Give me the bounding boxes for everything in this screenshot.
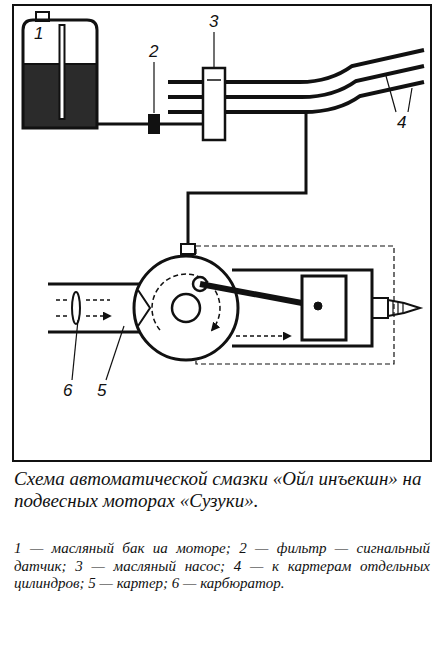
key-entry: 6 — карбюратор.	[172, 575, 285, 591]
drawing-stroke	[153, 62, 154, 113]
callout-number: 1	[33, 25, 44, 42]
crank-rotation	[152, 274, 220, 330]
drawing-stroke	[408, 88, 412, 112]
drawing-stroke	[61, 26, 64, 118]
oil-pump	[203, 68, 225, 140]
cylinder	[232, 270, 372, 346]
drawing-stroke	[160, 123, 204, 126]
plug-ribs	[393, 301, 403, 315]
pipe-fitting	[181, 244, 195, 254]
feed-pipe	[188, 112, 306, 252]
piston-pin	[314, 302, 322, 310]
pump-detail	[207, 79, 221, 81]
piston	[302, 276, 346, 340]
key-entry: 5 — картер;	[88, 575, 168, 591]
drawing-stroke	[213, 32, 214, 67]
callout-number: 5	[96, 382, 107, 399]
callout-number: 4	[396, 114, 407, 131]
drawing-stroke	[106, 326, 124, 380]
key-entry: 1 — масляный бак иа моторе;	[14, 540, 231, 556]
key-entry: 3 — масляный насос;	[75, 558, 225, 574]
crankcase	[134, 256, 238, 360]
drawing-stroke	[59, 24, 66, 120]
transfer-flow	[236, 335, 290, 337]
drawing-stroke	[97, 123, 148, 126]
figure-key: 1 — масляный бак иа моторе; 2 — фильтр —…	[14, 540, 430, 593]
drawing-stroke	[23, 20, 97, 128]
oil-tank	[23, 12, 97, 128]
drawing-stroke	[72, 320, 78, 380]
leader-lines	[72, 32, 412, 380]
frame	[13, 5, 431, 461]
spark-plug	[372, 298, 420, 318]
figure-caption: Схема автоматической смазки «Ойл инъекшн…	[14, 468, 430, 512]
throttle	[72, 292, 80, 324]
reed-valve	[138, 290, 150, 326]
connecting-rod	[200, 284, 318, 306]
intake-tube	[48, 284, 140, 332]
callout-number: 6	[62, 382, 73, 399]
mixture-flow	[56, 300, 110, 316]
engine	[48, 246, 420, 364]
callout-number: 3	[208, 13, 219, 30]
drawing-stroke	[386, 76, 396, 112]
crank-web	[172, 294, 200, 322]
filter-sensor	[148, 114, 160, 134]
callout-number: 2	[148, 43, 159, 60]
